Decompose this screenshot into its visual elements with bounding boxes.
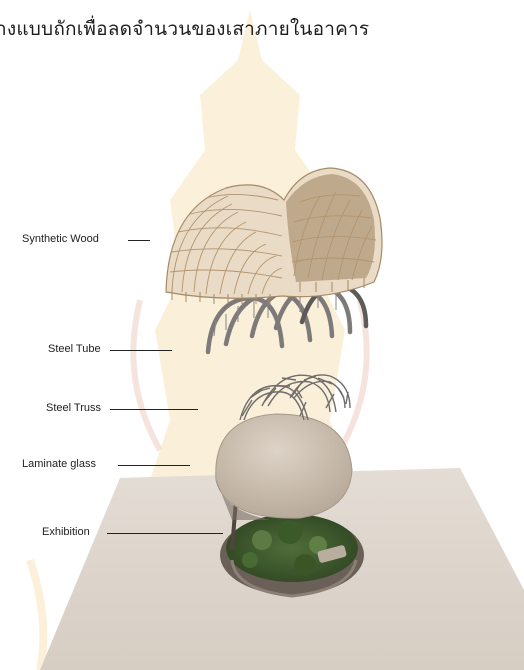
leader-line-steel-truss bbox=[110, 409, 198, 410]
label-laminate-glass: Laminate glass bbox=[22, 458, 96, 470]
leader-line-laminate-glass bbox=[118, 465, 190, 466]
leader-line-synthetic-wood bbox=[128, 240, 150, 241]
label-steel-truss: Steel Truss bbox=[46, 402, 101, 414]
label-steel-tube: Steel Tube bbox=[48, 343, 101, 355]
leader-line-steel-tube bbox=[110, 350, 172, 351]
leader-line-exhibition bbox=[107, 533, 223, 534]
page-heading: างแบบถักเพื่อลดจำนวนของเสาภายในอาคาร bbox=[0, 14, 369, 44]
laminate-glass-shell bbox=[216, 414, 352, 520]
label-exhibition: Exhibition bbox=[42, 526, 90, 538]
label-synthetic-wood: Synthetic Wood bbox=[22, 233, 99, 245]
